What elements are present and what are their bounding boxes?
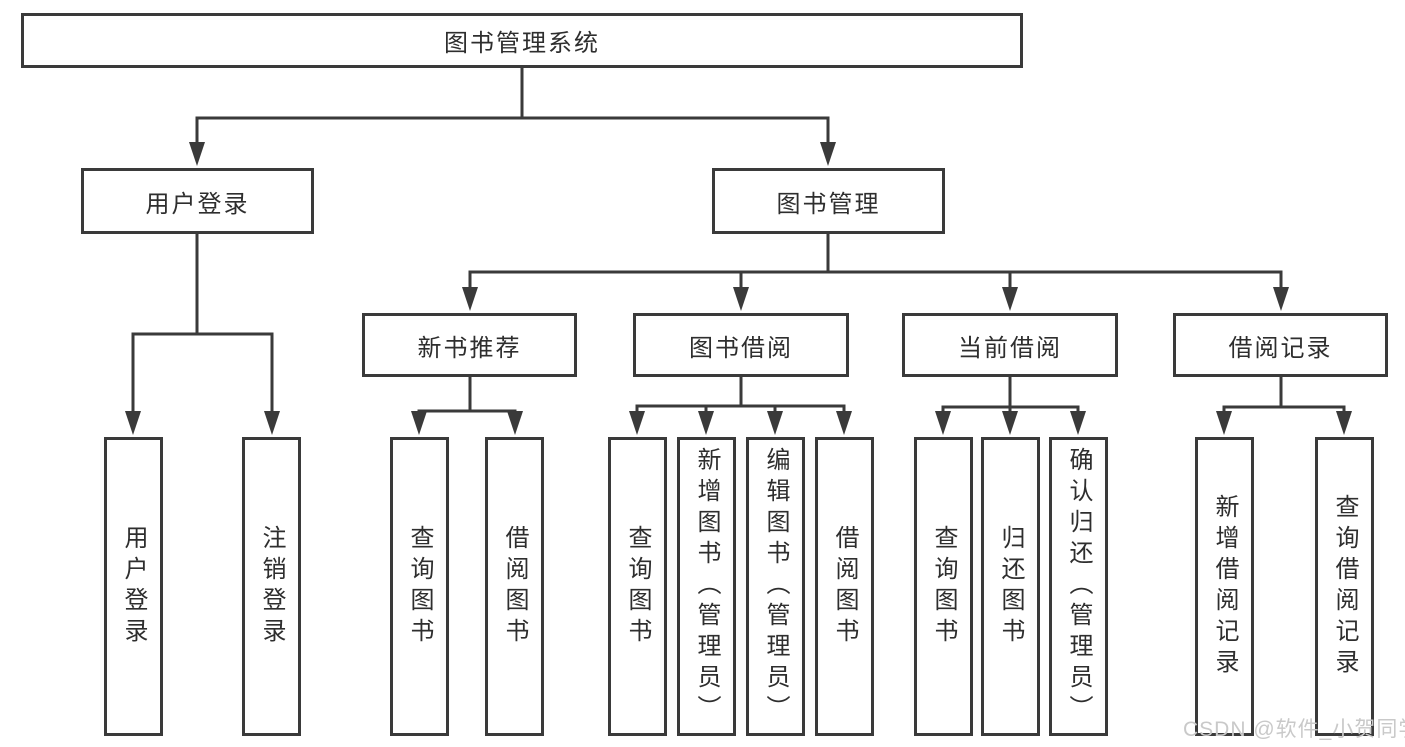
node-book-borrowing-label: 图书借阅 bbox=[689, 334, 793, 362]
node-library-system-label: 图书管理系统 bbox=[444, 30, 600, 57]
leaf-nb-query-books-label: 查询图书 bbox=[406, 524, 433, 649]
node-current-borrowing: 当前借阅 bbox=[902, 313, 1118, 377]
leaf-logout-label: 注销登录 bbox=[258, 524, 285, 649]
watermark: CSDN @软件_小贺同学 bbox=[1183, 718, 1405, 741]
node-book-borrowing: 图书借阅 bbox=[633, 313, 849, 377]
leaf-br-query-record-label: 查询借阅记录 bbox=[1331, 493, 1358, 680]
leaf-bb-borrow-books: 借阅图书 bbox=[815, 437, 874, 736]
leaf-br-query-record: 查询借阅记录 bbox=[1315, 437, 1374, 736]
leaf-bb-edit-books-admin-label: 编辑图书（管理员） bbox=[762, 447, 789, 726]
leaf-bb-edit-books-admin: 编辑图书（管理员） bbox=[746, 437, 805, 736]
node-new-book-recommend: 新书推荐 bbox=[362, 313, 577, 377]
leaf-cb-confirm-return-admin-label: 确认归还（管理员） bbox=[1065, 447, 1092, 726]
leaf-bb-query-books-label: 查询图书 bbox=[624, 524, 651, 649]
leaf-br-add-record-label: 新增借阅记录 bbox=[1211, 493, 1238, 680]
leaf-cb-query-books-label: 查询图书 bbox=[930, 524, 957, 649]
leaf-nb-query-books: 查询图书 bbox=[390, 437, 449, 736]
leaf-cb-return-books-label: 归还图书 bbox=[997, 524, 1024, 649]
leaf-logout: 注销登录 bbox=[242, 437, 301, 736]
node-borrowing-records: 借阅记录 bbox=[1173, 313, 1388, 377]
node-current-borrowing-label: 当前借阅 bbox=[958, 334, 1062, 362]
node-library-system: 图书管理系统 bbox=[21, 13, 1023, 68]
leaf-cb-query-books: 查询图书 bbox=[914, 437, 973, 736]
node-user-login-label: 用户登录 bbox=[145, 190, 250, 218]
node-user-login: 用户登录 bbox=[81, 168, 314, 234]
leaf-user-login-label: 用户登录 bbox=[120, 524, 147, 649]
leaf-bb-borrow-books-label: 借阅图书 bbox=[831, 524, 858, 649]
node-borrowing-records-label: 借阅记录 bbox=[1228, 334, 1333, 362]
leaf-br-add-record: 新增借阅记录 bbox=[1195, 437, 1254, 736]
leaf-bb-add-books-admin-label: 新增图书（管理员） bbox=[693, 447, 720, 726]
node-book-management-label: 图书管理 bbox=[776, 190, 881, 218]
leaf-bb-add-books-admin: 新增图书（管理员） bbox=[677, 437, 736, 736]
leaf-user-login: 用户登录 bbox=[104, 437, 163, 736]
leaf-cb-confirm-return-admin: 确认归还（管理员） bbox=[1049, 437, 1108, 736]
leaf-nb-borrow-books-label: 借阅图书 bbox=[501, 524, 528, 649]
leaf-bb-query-books: 查询图书 bbox=[608, 437, 667, 736]
leaf-nb-borrow-books: 借阅图书 bbox=[485, 437, 544, 736]
node-new-book-recommend-label: 新书推荐 bbox=[417, 334, 522, 362]
node-book-management: 图书管理 bbox=[712, 168, 945, 234]
leaf-cb-return-books: 归还图书 bbox=[981, 437, 1040, 736]
